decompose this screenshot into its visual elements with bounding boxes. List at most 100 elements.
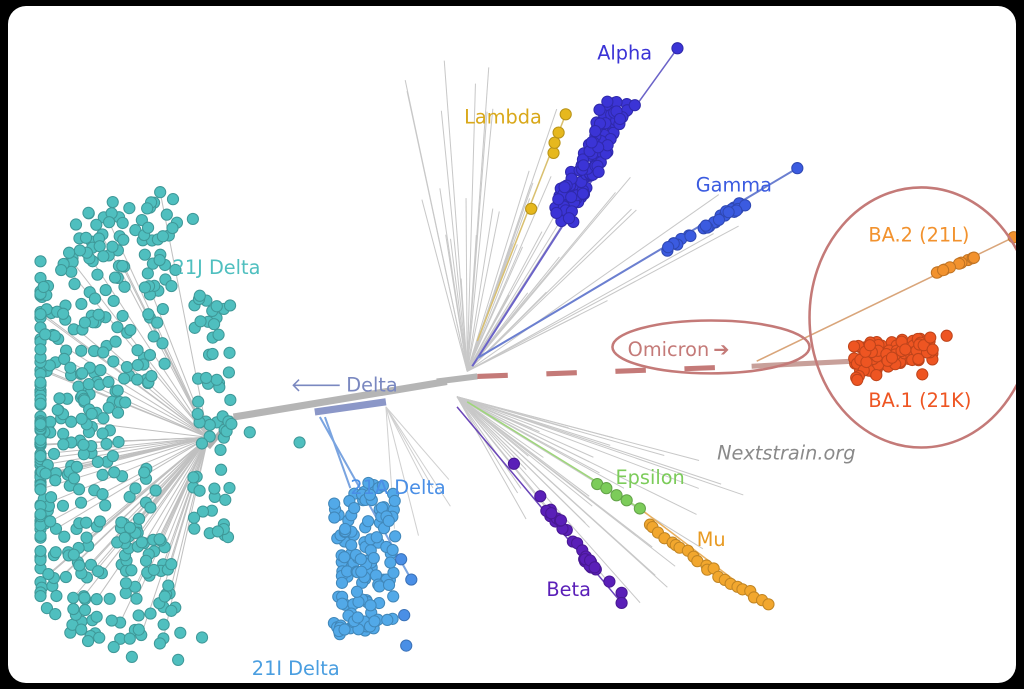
21j-delta-tip[interactable] — [93, 515, 107, 528]
21j-delta-tip[interactable] — [51, 403, 64, 417]
beta-tip[interactable] — [545, 507, 558, 520]
21j-delta-tip[interactable] — [107, 355, 120, 368]
21j-delta-tip[interactable] — [118, 372, 131, 385]
lambda-tip[interactable] — [552, 126, 565, 139]
21i-delta-tip[interactable] — [355, 565, 368, 578]
21j-delta-tip[interactable] — [109, 335, 122, 348]
21j-delta-tip[interactable] — [81, 634, 95, 648]
21j-delta-tip[interactable] — [165, 604, 178, 617]
21j-delta-tip[interactable] — [118, 280, 131, 293]
21j-delta-tip[interactable] — [117, 233, 130, 246]
21j-delta-tip[interactable] — [147, 330, 160, 343]
21j-delta-tip[interactable] — [206, 347, 219, 361]
21j-delta-tip[interactable] — [116, 309, 129, 323]
21j-delta-tip[interactable] — [97, 250, 110, 263]
21j-delta-tip[interactable] — [214, 443, 227, 457]
21j-delta-tip[interactable] — [165, 558, 178, 571]
21i-delta-tip[interactable] — [382, 578, 396, 592]
21j-delta-tip[interactable] — [44, 491, 58, 504]
21j-delta-tip[interactable] — [123, 490, 136, 503]
21i-delta-tip[interactable] — [370, 531, 383, 544]
beta-tip[interactable] — [588, 561, 601, 574]
epsilon-tip[interactable] — [610, 489, 623, 502]
lambda-tip[interactable] — [548, 136, 561, 149]
21j-delta-tip[interactable] — [105, 614, 118, 627]
21j-delta-tip[interactable] — [186, 212, 199, 226]
21j-delta-tip[interactable] — [123, 202, 136, 215]
21i-delta-tip[interactable] — [352, 595, 365, 609]
21j-delta-tip[interactable] — [97, 412, 110, 425]
21j-delta-tip[interactable] — [125, 564, 138, 577]
21j-delta-tip[interactable] — [75, 344, 88, 357]
alpha-tip[interactable] — [562, 212, 576, 225]
21j-delta-tip[interactable] — [211, 525, 224, 538]
21j-delta-tip[interactable] — [203, 418, 216, 432]
21j-delta-tip[interactable] — [129, 482, 142, 495]
21j-delta-tip[interactable] — [214, 463, 228, 476]
21i-delta-tip[interactable] — [386, 543, 399, 557]
21j-delta-tip[interactable] — [100, 437, 113, 451]
ba2-tip[interactable] — [967, 251, 980, 264]
21j-delta-tip[interactable] — [193, 289, 206, 302]
21a-delta-tip[interactable] — [405, 573, 418, 586]
21j-delta-tip[interactable] — [224, 393, 237, 407]
21i-delta-tip[interactable] — [368, 615, 381, 628]
21j-delta-tip[interactable] — [34, 483, 47, 496]
21j-delta-tip[interactable] — [72, 483, 86, 496]
21j-delta-tip[interactable] — [192, 395, 205, 408]
21j-delta-tip[interactable] — [78, 591, 91, 604]
21j-delta-tip[interactable] — [144, 501, 157, 514]
21i-delta-tip[interactable] — [336, 597, 349, 610]
gamma-tip[interactable] — [738, 199, 752, 212]
21j-delta-tip[interactable] — [67, 602, 80, 616]
ba1-tip[interactable] — [860, 355, 873, 369]
21j-delta-tip[interactable] — [59, 570, 73, 584]
21j-delta-tip[interactable] — [58, 352, 71, 365]
21j-delta-tip[interactable] — [154, 186, 167, 199]
ba1-tip[interactable] — [847, 340, 861, 353]
21j-delta-tip[interactable] — [123, 632, 136, 645]
21j-delta-tip[interactable] — [67, 591, 80, 604]
21j-delta-tip[interactable] — [111, 384, 124, 397]
alpha-tip[interactable] — [576, 187, 590, 200]
21i-delta-tip[interactable] — [363, 488, 377, 501]
21j-delta-tip[interactable] — [49, 546, 62, 559]
ba1-tip[interactable] — [899, 343, 912, 356]
21j-delta-tip[interactable] — [92, 308, 105, 321]
21j-delta-tip[interactable] — [96, 468, 109, 481]
21j-delta-tip[interactable] — [78, 603, 92, 617]
21j-delta-tip[interactable] — [169, 263, 182, 277]
21j-delta-tip[interactable] — [77, 438, 90, 451]
21i-delta-tip[interactable] — [388, 494, 401, 507]
21j-delta-tip[interactable] — [80, 531, 93, 544]
ba1-tip[interactable] — [851, 373, 864, 386]
ba1-tip[interactable] — [870, 369, 883, 382]
21j-delta-tip[interactable] — [131, 344, 144, 357]
beta-tip[interactable] — [554, 514, 568, 527]
lambda-tip[interactable] — [547, 146, 560, 160]
alpha-tip[interactable] — [592, 165, 605, 178]
21j-delta-tip[interactable] — [108, 466, 121, 479]
21j-delta-tip[interactable] — [94, 364, 107, 377]
21j-delta-tip[interactable] — [57, 438, 70, 451]
21i-delta-tip[interactable] — [338, 522, 352, 536]
21j-delta-tip[interactable] — [166, 193, 180, 206]
mu-tip[interactable] — [762, 598, 775, 611]
21j-delta-tip[interactable] — [34, 450, 47, 463]
21j-delta-tip[interactable] — [243, 426, 256, 439]
21j-delta-tip[interactable] — [47, 447, 61, 461]
21j-delta-tip[interactable] — [196, 505, 210, 518]
21j-delta-tip[interactable] — [67, 548, 80, 561]
21j-delta-tip[interactable] — [223, 346, 236, 359]
21j-delta-tip[interactable] — [34, 433, 47, 446]
21j-delta-tip[interactable] — [141, 267, 154, 280]
21j-delta-tip[interactable] — [132, 609, 145, 622]
21j-delta-tip[interactable] — [82, 378, 95, 391]
ba1-tip[interactable] — [940, 329, 953, 342]
21j-delta-tip[interactable] — [64, 361, 77, 374]
21j-delta-tip[interactable] — [56, 499, 70, 512]
21j-delta-tip[interactable] — [195, 631, 209, 644]
ba1-tip[interactable] — [924, 331, 937, 344]
21j-delta-tip[interactable] — [34, 308, 47, 321]
21j-delta-tip[interactable] — [210, 373, 223, 386]
